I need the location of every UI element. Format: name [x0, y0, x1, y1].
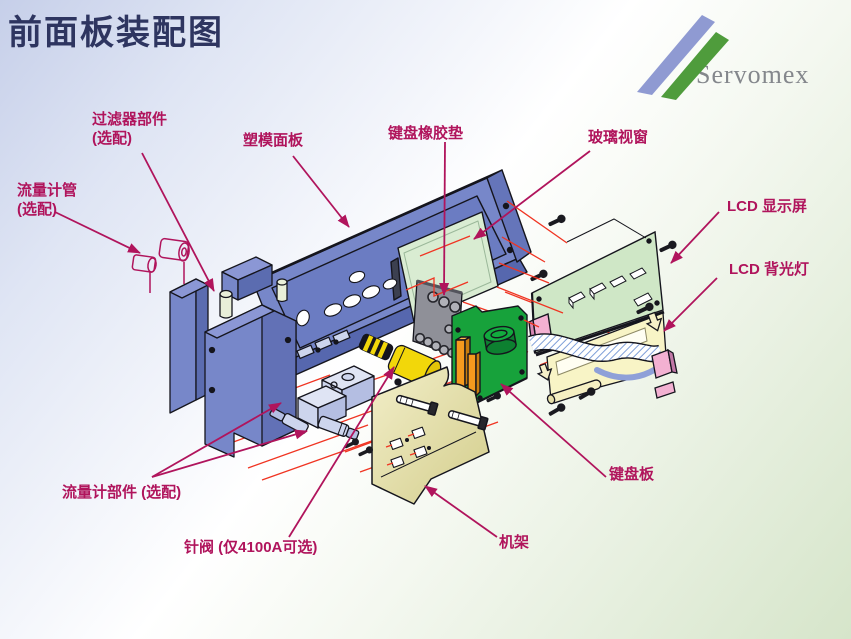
ribbon-cable-shape [528, 333, 664, 363]
callout-keyboard-board: 键盘板 [609, 466, 655, 483]
leader-lcd-backlight [663, 277, 718, 332]
left-end-assembly-shape [169, 256, 297, 458]
callout-needle-valve: 针阀 (仅4100A可选) [184, 539, 318, 556]
flowmeter-assembly-shape [269, 329, 375, 441]
callout-leaders [54, 141, 720, 538]
flow-tube-outline-shape [131, 237, 190, 293]
callout-mold-panel: 塑模面板 [243, 132, 304, 149]
leader-keypad-rubber [439, 141, 450, 296]
wire-line [566, 218, 647, 243]
callout-lcd-display: LCD 显示屏 [727, 198, 807, 215]
callout-keypad-rubber: 键盘橡胶垫 [388, 125, 464, 142]
chassis-shape [371, 366, 490, 505]
bolt-shape [395, 394, 489, 431]
callout-glass-window: 玻璃视窗 [588, 129, 649, 146]
leader-chassis [424, 485, 498, 538]
callout-lcd-backlight: LCD 背光灯 [729, 261, 809, 278]
callout-chassis: 机架 [499, 534, 530, 551]
explosion-lines-top [405, 200, 568, 328]
leader-needle-valve [288, 366, 395, 538]
filter-tube-shape [219, 278, 288, 319]
logo-strokes-icon [637, 15, 729, 100]
leader-flowmeter-1 [151, 402, 282, 478]
screw-shape [344, 214, 677, 457]
leader-glass-window [473, 150, 591, 240]
leader-flow-tube [54, 211, 141, 254]
callout-flowmeter-parts: 流量计部件 (选配) [62, 484, 182, 501]
lcd-display-shape [528, 230, 665, 357]
leader-lcd-display [670, 211, 720, 264]
leader-keyboard-board [500, 383, 607, 478]
page-title: 前面板装配图 [8, 15, 224, 52]
pcb-connector-shape [455, 336, 481, 397]
leader-flowmeter-2 [151, 429, 308, 478]
leader-mold-panel [292, 155, 350, 228]
mold-panel-shape [252, 169, 532, 377]
logo-text: Servomex [696, 60, 810, 89]
leader-filter [141, 152, 215, 292]
keyboard-board-shape [451, 305, 528, 406]
callout-flow-tube: 流量计管 (选配) [17, 182, 78, 218]
lcd-backlight-shape [528, 311, 678, 405]
callout-filter: 过滤器部件 (选配) [92, 111, 168, 147]
